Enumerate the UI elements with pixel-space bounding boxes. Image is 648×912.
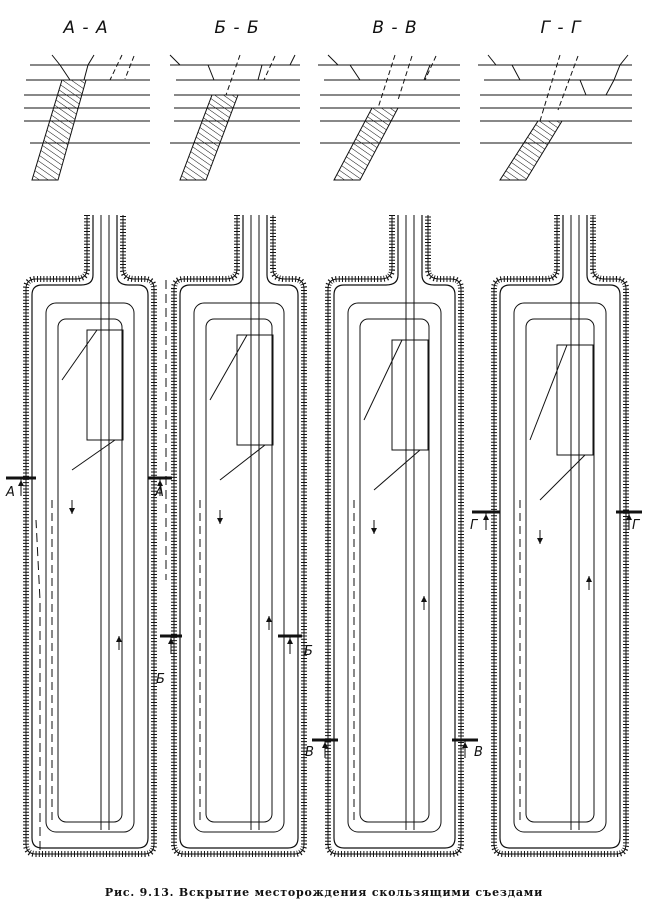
- ramp-line2-a: [71, 439, 116, 471]
- cut-mark-b-right: [278, 634, 302, 654]
- inner-bench2-a: [57, 318, 123, 823]
- cut-label-a-left: А: [6, 485, 15, 500]
- pit-outline-b: [171, 215, 307, 857]
- ramp-line-a: [61, 329, 98, 381]
- ore-block-a: [86, 329, 124, 441]
- ramp-line2-g: [539, 454, 586, 501]
- section-title-v: В - В: [372, 18, 418, 38]
- pit-outline-a: [23, 215, 157, 857]
- inner-bench-g: [513, 302, 607, 833]
- arrow-up-g: [586, 576, 592, 590]
- ramp-line2-v: [373, 449, 421, 491]
- cut-mark-g-left: [472, 510, 500, 530]
- ramp-line-b: [209, 334, 248, 401]
- cross-section-v: [318, 54, 460, 181]
- arrow-up-a: [116, 636, 122, 650]
- inner-bench-a: [45, 302, 135, 833]
- figure-caption: Рис. 9.13. Вскрытие месторождения скольз…: [104, 886, 544, 899]
- section-title-g: Г - Г: [540, 18, 582, 38]
- cut-label-g-left: Г: [470, 518, 478, 533]
- cut-label-g-right: Г: [632, 518, 640, 533]
- cut-label-b-right: Б: [304, 644, 313, 659]
- cut-mark-a-left: [6, 476, 36, 496]
- cut-mark-b-left: [160, 634, 182, 654]
- dashed-road-a: [35, 519, 41, 850]
- inner-bench2-g: [525, 318, 595, 823]
- cut-label-v-right: В: [474, 745, 483, 760]
- cross-section-g: [478, 54, 632, 181]
- cut-label-a-right: А: [155, 485, 164, 500]
- arrow-up-b: [266, 616, 272, 630]
- cross-section-a: [24, 54, 150, 181]
- cut-label-b-left: Б: [156, 672, 165, 687]
- section-title-b: Б - Б: [214, 18, 260, 38]
- cut-label-v-left: В: [305, 745, 314, 760]
- ramp-line-g: [529, 344, 568, 441]
- arrow-down-g: [537, 530, 543, 544]
- cross-section-b: [169, 54, 300, 181]
- ore-block-g: [556, 344, 594, 456]
- inner-bench2-v: [359, 318, 430, 823]
- ramp-line2-b: [219, 444, 266, 481]
- arrow-up-v: [421, 596, 427, 610]
- inner-bench-v: [347, 302, 442, 833]
- ore-block-v: [391, 339, 429, 451]
- arrow-down-a: [69, 500, 75, 514]
- pit-outline-g: [491, 215, 629, 857]
- ramp-line-v: [363, 339, 403, 421]
- cut-mark-g-right: [616, 510, 642, 530]
- arrow-down-v: [371, 520, 377, 534]
- inner-bench-b: [193, 302, 285, 833]
- section-title-a: А - А: [63, 18, 109, 38]
- cut-mark-v-right: [452, 738, 478, 758]
- pit-outline-v: [325, 215, 464, 857]
- cut-mark-v-left: [312, 738, 338, 758]
- plan-views: [6, 215, 642, 857]
- cut-mark-a-right: [148, 476, 172, 496]
- inner-bench2-b: [205, 318, 273, 823]
- ore-block-b: [236, 334, 274, 446]
- arrow-down-b: [217, 510, 223, 524]
